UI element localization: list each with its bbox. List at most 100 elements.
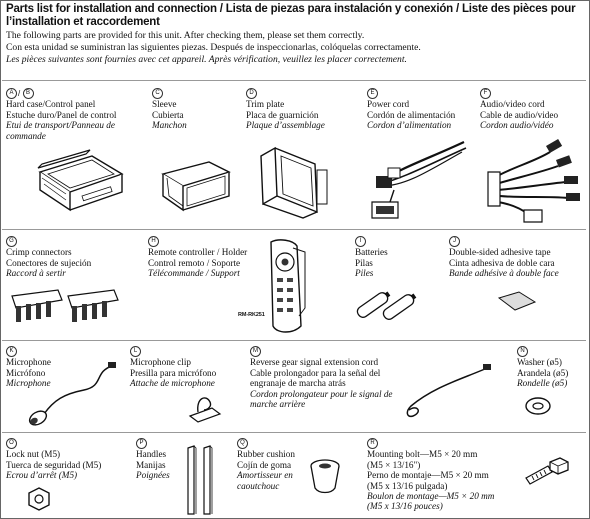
part-name-es: Cubierta (152, 109, 184, 120)
part-name-es: Cable de audio/video (480, 109, 559, 120)
part-letter: I (355, 236, 366, 248)
part-name-es: Cinta adhesiva de doble cara (449, 257, 555, 268)
part-name-fr: Cordon audio/vidéo (480, 120, 554, 131)
crimp-connectors-illustration (8, 286, 124, 322)
microphone-clip-illustration (182, 388, 226, 428)
intro-french: Les pièces suivantes sont fournies avec … (6, 54, 407, 65)
washer-illustration (524, 396, 552, 416)
part-name-fr: Manchon (152, 120, 187, 131)
part-name-en: Batteries (355, 247, 388, 258)
reverse-gear-cord-illustration (395, 364, 491, 424)
part-name-en: Rubber cushion (237, 449, 295, 460)
part-letter: C (152, 88, 163, 100)
part-name-es: Micrófono (6, 367, 46, 378)
part-name-fr: Ecrou d’arrêt (M5) (6, 470, 78, 481)
trim-plate-illustration (255, 146, 335, 218)
part-name-en: Hard case/Control panel (6, 99, 96, 110)
part-name-es: Tuerca de seguridad (M5) (6, 459, 102, 470)
part-mounting-bolt: R Mounting bolt—M5 × 20 mm (M5 × 13/16")… (367, 438, 494, 512)
remote-controller-illustration (263, 238, 307, 336)
part-letter: D (246, 88, 257, 100)
mounting-bolt-illustration (522, 452, 578, 492)
part-name-en: Remote controller / Holder (148, 247, 248, 258)
part-name-en: Sleeve (152, 99, 177, 110)
part-remote-controller: H Remote controller / Holder Control rem… (148, 236, 247, 279)
part-trim-plate: D Trim plate Placa de guarnición Plaque … (246, 88, 325, 131)
part-name-es: Conectores de sujeción (6, 257, 92, 268)
part-adhesive-tape: J Double-sided adhesive tape Cinta adhes… (449, 236, 559, 279)
part-name-es: Placa de guarnición (246, 109, 319, 120)
part-name-es: Estuche duro/Panel de control (6, 109, 117, 120)
part-name-en: Crimp connectors (6, 247, 72, 258)
part-power-cord: E Power cord Cordón de alimentación Cord… (367, 88, 455, 131)
part-reverse-gear-cord: M Reverse gear signal extension cord Cab… (250, 346, 393, 409)
part-name-en: (M5 × 13/16") (367, 459, 421, 470)
part-sleeve: C Sleeve Cubierta Manchon (152, 88, 187, 131)
intro-spanish: Con esta unidad se suministran las sigui… (6, 42, 421, 53)
part-name-fr: Bande adhésive à double face (449, 268, 559, 279)
part-letter: A (6, 88, 17, 100)
part-name-en: Reverse gear signal extension cord (250, 357, 379, 368)
hard-case-illustration (30, 148, 126, 220)
divider (2, 80, 586, 81)
divider (2, 340, 586, 341)
part-letter: R (367, 438, 378, 450)
part-name-en: Trim plate (246, 99, 285, 110)
part-name-es: Pilas (355, 257, 373, 268)
part-letter: M (250, 346, 261, 358)
part-name-es: Cable prolongador para la señal del (250, 367, 381, 378)
part-letter: G (6, 236, 17, 248)
part-name-es: (M5 x 13/16 pulgada) (367, 480, 448, 491)
part-microphone-clip: L Microphone clip Presilla para micrófon… (130, 346, 216, 389)
batteries-illustration (352, 291, 417, 326)
part-name-fr: Rondelle (ø5) (517, 378, 568, 389)
part-name-en: Double-sided adhesive tape (449, 247, 551, 258)
rubber-cushion-illustration (305, 456, 345, 496)
part-letter: H (148, 236, 159, 248)
letter-separator: / (18, 89, 21, 98)
part-name-fr: Poignées (136, 470, 170, 481)
part-name-fr: Piles (355, 268, 374, 279)
part-name-fr: Etui de transport/Panneau de (6, 120, 115, 131)
part-name-fr: Boulon de montage—M5 × 20 mm (367, 491, 495, 502)
part-batteries: I Batteries Pilas Piles (355, 236, 388, 279)
part-washer: N Washer (ø5) Arandela (ø5) Rondelle (ø5… (517, 346, 568, 389)
part-hard-case: A/ B Hard case/Control panel Estuche dur… (6, 88, 116, 141)
part-letter: N (517, 346, 528, 358)
part-name-fr: marche arrière (250, 399, 306, 410)
part-handles: P Handles Manijas Poignées (136, 438, 170, 481)
part-name-fr: caoutchouc (237, 480, 280, 491)
part-name-fr: Cordon d’alimentation (367, 120, 452, 131)
part-name-fr: commande (6, 130, 46, 141)
divider (2, 432, 586, 433)
part-lock-nut: O Lock nut (M5) Tuerca de seguridad (M5)… (6, 438, 101, 481)
part-name-en: Microphone (6, 357, 51, 368)
part-name-fr: Attache de microphone (130, 378, 215, 389)
intro-english: The following parts are provided for thi… (6, 30, 365, 41)
microphone-illustration (24, 362, 116, 428)
part-letter: E (367, 88, 378, 100)
part-name-es: Presilla para micrófono (130, 367, 217, 378)
part-name-fr: Amortisseur en (237, 470, 293, 481)
part-name-fr: Plaque d’assemblage (246, 120, 325, 131)
part-name-es: Perno de montaje—M5 × 20 mm (367, 470, 489, 481)
part-name-es: Arandela (ø5) (517, 367, 569, 378)
part-audio-video-cord: F Audio/video cord Cable de audio/video … (480, 88, 558, 131)
part-name-en: Handles (136, 449, 167, 460)
header: Parts list for installation and connecti… (6, 3, 584, 65)
audio-video-cord-illustration (486, 138, 580, 224)
lock-nut-illustration (26, 486, 52, 512)
part-letter: Q (237, 438, 248, 450)
part-letter: F (480, 88, 491, 100)
part-crimp-connectors: G Crimp connectors Conectores de sujeció… (6, 236, 91, 279)
part-name-en: Washer (ø5) (517, 357, 562, 368)
part-name-fr: Microphone (6, 378, 51, 389)
part-letter: P (136, 438, 147, 450)
part-letter: J (449, 236, 460, 248)
part-name-fr: Télécommande / Support (148, 268, 240, 279)
part-rubber-cushion: Q Rubber cushion Cojín de goma Amortisse… (237, 438, 295, 491)
divider (2, 229, 586, 230)
part-letter: K (6, 346, 17, 358)
part-name-es: Cojín de goma (237, 459, 292, 470)
sleeve-illustration (157, 156, 233, 216)
